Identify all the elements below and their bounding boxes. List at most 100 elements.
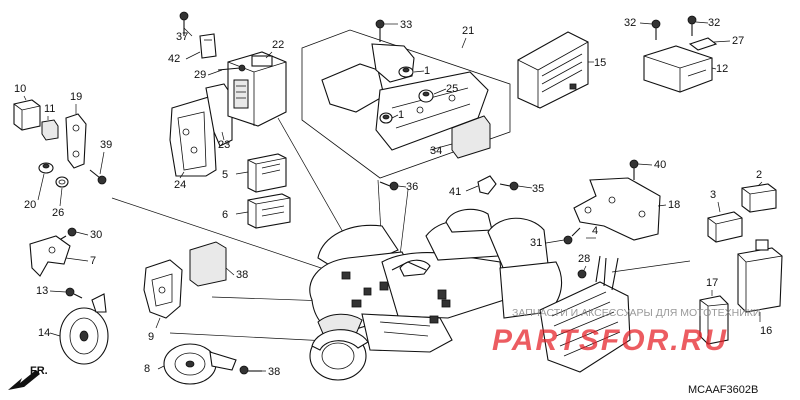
stay-19 xyxy=(65,113,87,169)
callout-leader xyxy=(637,163,653,166)
bolt-32-right xyxy=(687,15,697,36)
watermark-brand: PARTSFOR.RU xyxy=(492,324,728,357)
callout-leader xyxy=(99,151,105,175)
callout-number: 23 xyxy=(218,139,230,151)
callout-number: 38 xyxy=(236,269,248,281)
callout-leader xyxy=(235,211,249,215)
callout-number: 34 xyxy=(430,145,442,157)
bolt-31 xyxy=(563,227,581,245)
callout-leader xyxy=(49,290,67,293)
front-direction-arrow: FR. xyxy=(8,365,48,390)
motorcycle-outline xyxy=(309,208,563,381)
callout-leader xyxy=(179,171,185,179)
callout-number: 13 xyxy=(36,285,48,297)
callout-leader xyxy=(185,51,201,60)
callout-number: 36 xyxy=(406,181,418,193)
callout-number: 17 xyxy=(706,277,718,289)
callout-number: 19 xyxy=(70,91,82,103)
grommet-1-lower xyxy=(379,112,393,124)
callout-number: 1 xyxy=(398,109,404,121)
relay-10 xyxy=(13,99,41,131)
watermark-caption: ЗАПЧАСТИ И АКСЕССУАРЫ ДЛЯ МОТОТЕХНИКИ xyxy=(512,307,760,319)
bolt-38-upper xyxy=(65,287,83,299)
callout-number: 10 xyxy=(14,83,26,95)
callout-leader xyxy=(429,143,453,151)
regulator-rectifier-4 xyxy=(539,255,631,373)
diagram-code: MCAAF3602B xyxy=(688,384,758,396)
callout-number: 39 xyxy=(100,139,112,151)
bolt-28 xyxy=(577,269,587,279)
connector-14 xyxy=(247,193,291,229)
bolt-33 xyxy=(375,19,385,42)
watermark-brand-ru: .RU xyxy=(670,324,728,357)
callout-number: 25 xyxy=(446,83,458,95)
callout-number: 18 xyxy=(668,199,680,211)
callout-number: 42 xyxy=(168,53,180,65)
bracket-assembly-24 xyxy=(169,83,233,177)
callout-number: 26 xyxy=(52,207,64,219)
grommet-25 xyxy=(418,89,434,103)
callout-leader xyxy=(37,173,45,201)
bracket-7 xyxy=(29,235,71,277)
callout-leader xyxy=(711,67,717,70)
horn-9 xyxy=(59,293,109,365)
clip-42 xyxy=(199,33,217,59)
callout-number: 6 xyxy=(222,209,228,221)
callout-number: 9 xyxy=(148,331,154,343)
callout-number: 22 xyxy=(272,39,284,51)
bolt-29 xyxy=(217,64,246,72)
callout-number: 16 xyxy=(760,325,772,337)
callout-leader xyxy=(75,231,89,236)
clip-41 xyxy=(477,175,497,195)
callout-leader xyxy=(465,185,479,192)
callout-leader xyxy=(517,185,533,189)
callout-number: 40 xyxy=(654,159,666,171)
callout-leader xyxy=(235,171,249,175)
grommet-20 xyxy=(38,162,54,174)
callout-number: 28 xyxy=(578,253,590,265)
bolt-38-lower xyxy=(239,365,262,375)
callout-number: 32 xyxy=(708,17,720,29)
bolt-35 xyxy=(499,181,519,191)
control-unit-22 xyxy=(227,51,287,127)
bolt-37 xyxy=(179,11,189,36)
callout-number: 5 xyxy=(222,169,228,181)
grommet-1-upper xyxy=(398,66,414,78)
callout-number: 1 xyxy=(424,65,430,77)
watermark-brand-parts: PARTS xyxy=(492,324,601,357)
horn-8 xyxy=(163,343,237,385)
callout-leader xyxy=(757,181,763,187)
bolt-39 xyxy=(89,169,107,185)
callout-number: 11 xyxy=(44,103,55,115)
callout-number: 20 xyxy=(24,199,36,211)
callout-number: 41 xyxy=(449,186,461,198)
callout-leader xyxy=(433,88,447,95)
callout-number: 37 xyxy=(176,31,188,43)
callout-leader xyxy=(397,185,407,188)
callout-number: 33 xyxy=(400,19,412,31)
callout-number: 29 xyxy=(194,69,206,81)
callout-number: 24 xyxy=(174,179,186,191)
callout-leader xyxy=(155,317,161,329)
callout-leader xyxy=(583,265,587,271)
callout-number: 7 xyxy=(90,255,96,267)
pad-2 xyxy=(741,183,777,213)
callout-number: 27 xyxy=(732,35,744,47)
callout-number: 35 xyxy=(532,183,544,195)
callout-leader xyxy=(265,51,273,59)
callout-number: 38 xyxy=(268,366,280,378)
callout-leader xyxy=(713,40,731,43)
callout-number: 2 xyxy=(756,169,762,181)
callout-number: 30 xyxy=(90,229,102,241)
callout-number: 3 xyxy=(710,189,716,201)
module-17 xyxy=(699,295,729,345)
callout-number: 4 xyxy=(592,225,598,237)
callout-number: 31 xyxy=(530,237,542,249)
ecu-15 xyxy=(517,31,589,109)
unit-12 xyxy=(643,45,713,93)
watermark-brand-for: FOR xyxy=(601,324,670,357)
callout-leader xyxy=(639,22,653,25)
callout-leader xyxy=(183,27,193,37)
